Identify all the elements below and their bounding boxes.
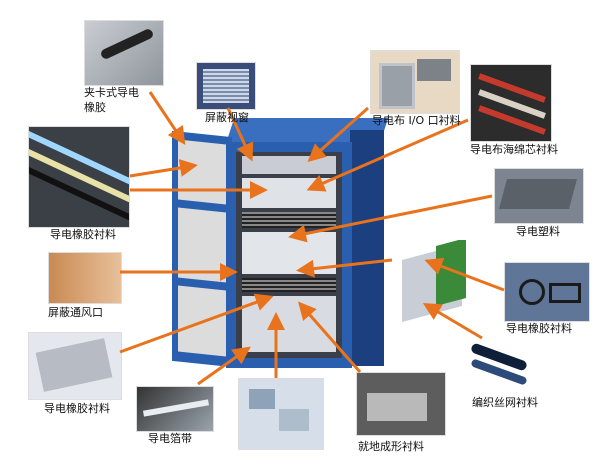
label-mesh: 编织丝网衬料: [472, 396, 538, 409]
arrow-shielded-window: [226, 107, 254, 162]
label-fabric-foam: 导电布海绵芯衬料: [470, 143, 558, 156]
label-clip-gasket-1: 夹卡式导电: [84, 86, 139, 99]
label-rubber-right: 导电橡胶衬料: [506, 322, 572, 335]
arrow-plastic: [288, 194, 493, 243]
arrow-rubber-top-1: [129, 159, 198, 178]
label-rubber-left-top: 导电橡胶衬料: [50, 228, 116, 241]
arrow-clip-gasket: [148, 91, 186, 145]
arrow-foil-tape: [197, 346, 251, 386]
io-fabric-image: [370, 50, 460, 114]
label-io-fabric: 导电布 I/O 口衬料: [372, 114, 461, 127]
mesh-image: [466, 340, 530, 390]
vent-grille-2: [242, 278, 336, 292]
arrow-io-fabric: [307, 106, 369, 162]
rubber-strips-image: [28, 126, 130, 228]
shielded-window-image: [196, 62, 256, 110]
arrow-mesh: [422, 302, 483, 340]
arrow-fabric-foam: [306, 118, 469, 192]
pcb-image: [28, 332, 122, 400]
arrow-rubber-bottom: [119, 293, 274, 354]
conductive-plastic-image: [494, 168, 584, 224]
label-fip-gasket: 就地成形衬料: [358, 440, 424, 453]
fabric-foam-image: [470, 64, 552, 142]
fip-image: [356, 372, 446, 436]
foil-pieces-image: [238, 378, 324, 450]
vent-panel-image: [48, 252, 122, 304]
arrow-rubber-right: [424, 257, 505, 292]
arrow-fip: [298, 301, 362, 373]
label-shielded-window: 屏蔽视窗: [205, 111, 249, 124]
label-vent-panel: 屏蔽通风口: [48, 306, 103, 319]
label-foil-tape: 导电箔带: [148, 432, 192, 445]
foil-tape-image: [136, 386, 214, 432]
label-rubber-left-bottom: 导电橡胶衬料: [44, 402, 110, 415]
vent-grille-1: [242, 212, 336, 228]
label-plastic: 导电塑料: [516, 225, 560, 238]
arrow-boards: [296, 258, 393, 278]
clip-gasket-image: [84, 20, 164, 86]
label-clip-gasket-2: 橡胶: [84, 101, 106, 114]
rubber-shapes-image: [504, 262, 590, 322]
